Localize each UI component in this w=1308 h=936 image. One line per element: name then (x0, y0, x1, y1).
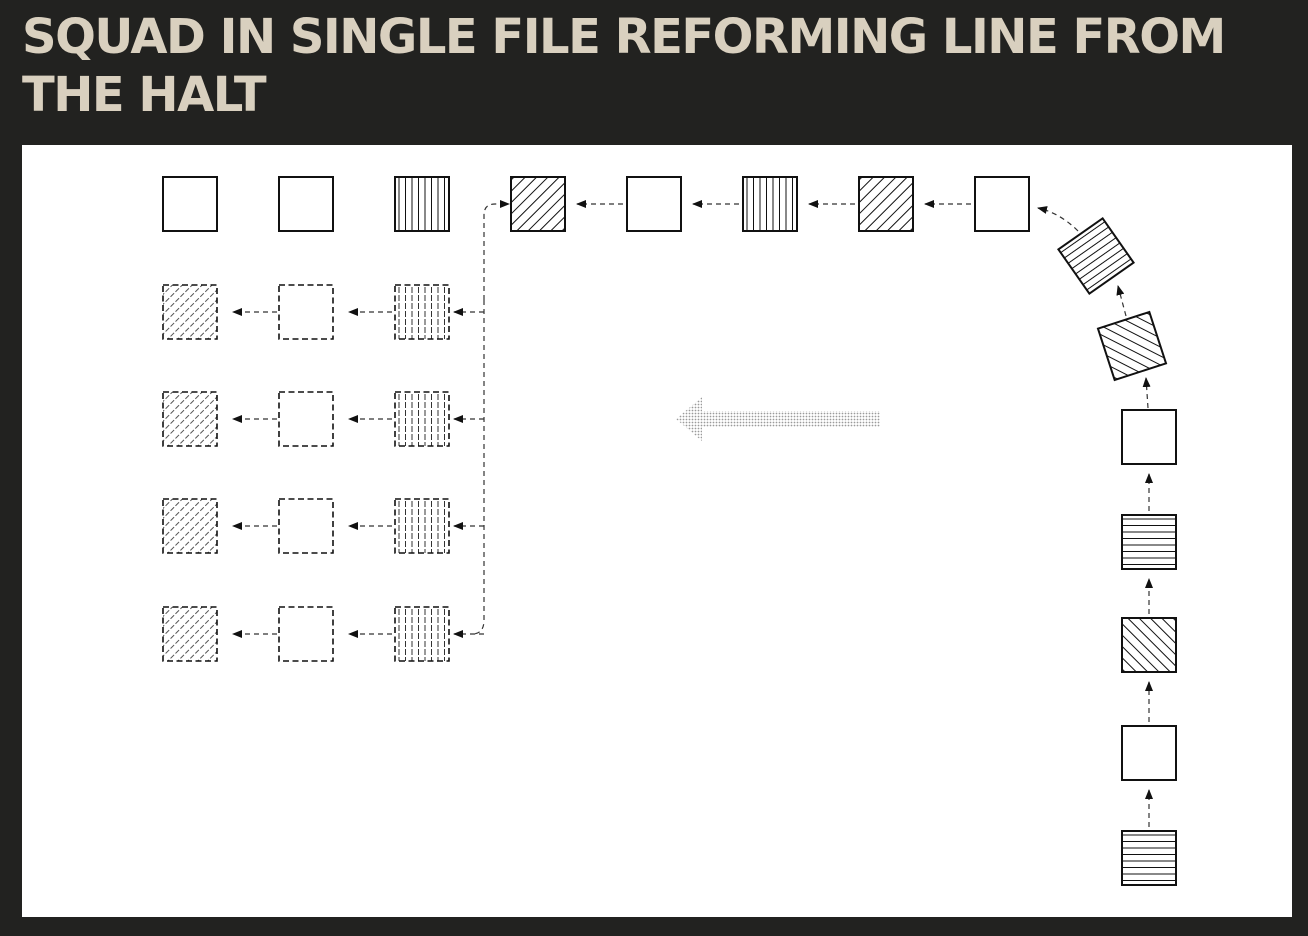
ghost-square (278, 284, 334, 340)
column-square (1121, 725, 1177, 781)
ghost-square (162, 284, 218, 340)
front-line-square (394, 176, 450, 232)
ghost-square (162, 498, 218, 554)
direction-arrow (676, 397, 880, 441)
column-square (974, 176, 1030, 232)
ghost-square (278, 498, 334, 554)
guide-line (483, 200, 510, 300)
direction-arrow-shape (676, 397, 880, 441)
front-line-square (278, 176, 334, 232)
ghost-square (394, 606, 450, 662)
front-line-square (162, 176, 218, 232)
column-square (626, 176, 682, 232)
wheel-link (1037, 206, 1079, 232)
column-square (1121, 514, 1177, 570)
wheeling-square (1096, 310, 1168, 382)
wheel-link (1142, 377, 1151, 409)
column-square (858, 176, 914, 232)
column-square (742, 176, 798, 232)
ghost-square (278, 606, 334, 662)
column-square (510, 176, 566, 232)
column-square (1121, 617, 1177, 673)
movement-paths (232, 200, 1153, 827)
column-square (1121, 409, 1177, 465)
ghost-square (162, 391, 218, 447)
wheeling-square (1057, 217, 1135, 295)
ghost-square (394, 498, 450, 554)
page-title: SQUAD IN SINGLE FILE REFORMING LINE FROM… (22, 9, 1226, 123)
ghost-square (278, 391, 334, 447)
ghost-square (394, 391, 450, 447)
ghost-square (394, 284, 450, 340)
wheel-link (1116, 285, 1127, 317)
ghost-square (162, 606, 218, 662)
soldier-markers (162, 176, 1177, 886)
formation-diagram (162, 176, 1177, 886)
diagram-panel (22, 145, 1292, 917)
guide-line (471, 300, 485, 635)
column-square (1121, 830, 1177, 886)
